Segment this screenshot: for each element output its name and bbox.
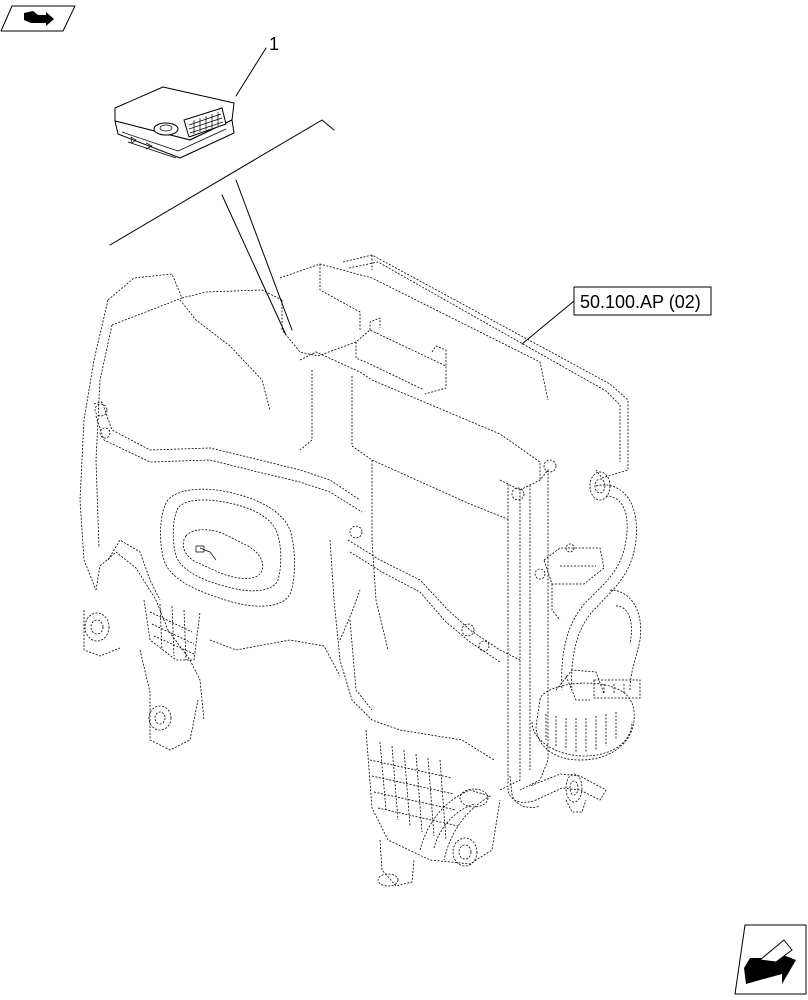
callout-1-leader — [235, 47, 267, 97]
book-arrow-icon[interactable] — [0, 5, 76, 32]
location-leader — [109, 119, 335, 336]
hvac-unit — [79, 254, 642, 887]
reference-label: 50.100.AP (02) — [580, 292, 701, 312]
next-page-arrow-icon[interactable] — [734, 924, 807, 995]
reference-leader — [521, 300, 575, 345]
reference-callout[interactable]: 50.100.AP (02) — [573, 286, 712, 316]
air-outlet — [160, 488, 295, 607]
callout-1-label: 1 — [269, 34, 279, 54]
control-module — [114, 86, 235, 159]
water-valve — [531, 669, 635, 761]
